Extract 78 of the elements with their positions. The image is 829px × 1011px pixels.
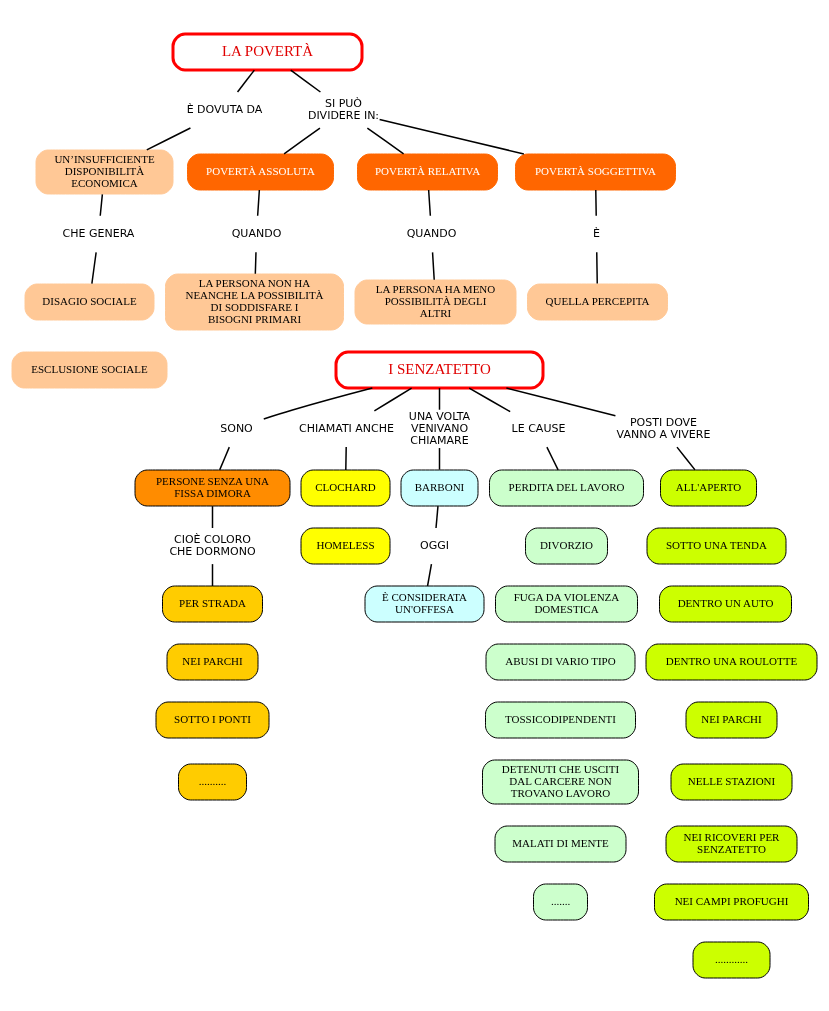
node-box: DETENUTI CHE USCITI DAL CARCERE NON TROVANO LAVORO [482,759,639,804]
connector [99,193,104,216]
connector [289,68,322,93]
node-box: MALATI DI MENTE [494,825,627,862]
connector [546,445,559,471]
node-text: QUANDO [406,226,457,240]
node-box: SOTTO I PONTI [155,701,270,738]
connector [211,562,214,587]
connector [596,251,598,284]
node-box: ALL'APERTO [660,469,757,506]
node-box: BARBONI [400,469,479,506]
connector [676,445,696,471]
node-text: POSTI DOVE VANNO A VIVERE [616,415,711,441]
node-box: PERSONE SENZA UNA FISSA DIMORA [134,469,291,506]
node-box: NEI CAMPI PROFUGHI [654,883,809,920]
node-text: OGGI [420,538,449,552]
node-box: POVERTÀ ASSOLUTA [187,153,334,190]
node-box: NEI PARCHI [685,701,778,738]
connector [378,118,525,155]
node-box: QUELLA PERCEPITA [527,283,668,320]
connector [211,504,214,529]
node-text: UNA VOLTA VENIVANO CHIAMARE [408,409,471,447]
connector [427,188,432,216]
connector [254,251,257,275]
node-box: PERDITA DEL LAVORO [489,469,644,506]
node-box: ............ [692,941,771,978]
node-box: POVERTÀ RELATIVA [357,153,498,190]
connector [283,126,321,155]
connector [468,386,511,412]
node-box: ABUSI DI VARIO TIPO [485,643,636,680]
connector [91,251,97,284]
node-box: PER STRADA [162,585,263,622]
connector [218,445,231,471]
connector [438,446,441,470]
connector [256,188,261,216]
node-text: LE CAUSE [511,421,566,435]
node-box: LA POVERTÀ [171,32,364,71]
node-box: FUGA DA VIOLENZA DOMESTICA [495,585,638,622]
connector [236,68,256,93]
connector [431,251,435,280]
node-box: NELLE STAZIONI [670,763,793,800]
connector [146,126,192,151]
node-text: CIOÈ COLORO CHE DORMONO [169,532,256,558]
connector [435,504,439,529]
node-box: NEI RICOVERI PER SENZATETTO [665,825,798,862]
node-text: CHE GENERA [62,226,135,240]
node-box: ESCLUSIONE SOCIALE [11,351,168,388]
node-box: TOSSICODIPENDENTI [485,701,636,738]
node-box: DISAGIO SOCIALE [24,283,155,320]
connector [345,445,347,471]
node-text: SONO [220,421,253,435]
node-text: SI PUÒ DIVIDERE IN: [307,96,380,122]
node-box: LA PERSONA NON HA NEANCHE LA POSSIBILITÀ DI SODDISFARE I BISOGNI PRIMARI [165,273,344,330]
connector [426,562,433,587]
node-box: NEI PARCHI [166,643,259,680]
connector [438,386,441,410]
node-box: UN’INSUFFICIENTE DISPONIBILITÀ ECONOMICA [35,149,174,194]
node-box: CLOCHARD [300,469,391,506]
node-box: HOMELESS [300,527,391,564]
node-text: CHIAMATI ANCHE [299,421,394,435]
connector [373,386,413,412]
node-box: SOTTO UNA TENDA [646,527,787,564]
node-box: LA PERSONA HA MENO POSSIBILITÀ DEGLI ALTRI [354,279,517,324]
connector [263,386,374,420]
connector [595,188,597,216]
node-text: È [593,226,600,240]
node-box: .......... [178,763,247,800]
node-box: DENTRO UNA ROULOTTE [645,643,818,680]
node-text: È DOVUTA DA [186,102,263,116]
node-box: POVERTÀ SOGGETTIVA [515,153,676,190]
node-box: I SENZATETTO [334,350,545,389]
node-box: ....... [533,883,588,920]
node-box: È CONSIDERATA UN'OFFESA [364,585,485,622]
connector [505,386,617,416]
node-box: DIVORZIO [525,527,608,564]
node-text: QUANDO [231,226,282,240]
connector [366,126,405,155]
node-box: DENTRO UN AUTO [659,585,792,622]
